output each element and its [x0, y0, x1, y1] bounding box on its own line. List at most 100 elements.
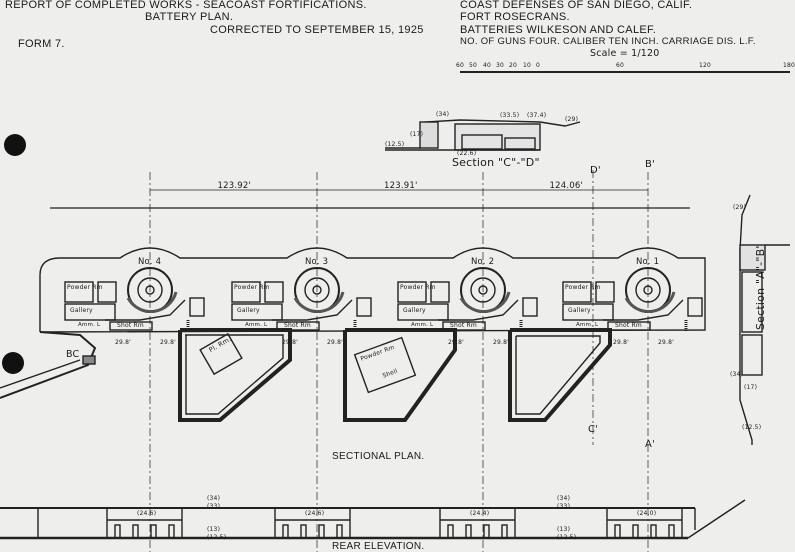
traverse-inner — [185, 334, 284, 415]
dimension-small: 29.8' — [282, 339, 299, 346]
dimension-label: 123.91' — [384, 181, 418, 191]
room-label: Gallery — [70, 307, 93, 314]
section-cd-room — [504, 137, 536, 150]
scale-tick-label: 180 — [783, 62, 795, 69]
gun-ring — [635, 277, 661, 303]
elevation-mark: (13) — [557, 526, 571, 533]
section-marker-c: C' — [588, 424, 599, 435]
door — [668, 524, 675, 539]
dimension-small: 29.8' — [448, 339, 465, 346]
powder-room — [562, 281, 592, 303]
scale-tick-label: 60 — [616, 62, 625, 69]
store-room — [522, 297, 538, 317]
report-title: REPORT OF COMPLETED WORKS - SEACOAST FOR… — [5, 0, 367, 11]
door — [614, 524, 621, 539]
gun-pivot — [145, 285, 155, 295]
dimension-small: 29.8' — [493, 339, 510, 346]
dimension-small: 29.8' — [658, 339, 675, 346]
loading-platform — [624, 291, 676, 314]
scale-tick-label: 40 — [483, 62, 492, 69]
elevation-mark: (24.6) — [305, 510, 325, 517]
section-cd-elevation: (29) — [565, 116, 579, 123]
punch-hole — [2, 352, 24, 374]
section-cd-elevation: (34) — [436, 111, 450, 118]
elevation-mark: (33) — [557, 503, 571, 510]
room-label: Amm. L — [411, 322, 434, 328]
door — [114, 524, 121, 539]
gun-label: No. 1 — [636, 257, 660, 267]
magazine-front — [439, 507, 516, 539]
powder-room — [397, 281, 427, 303]
sectional-plan-label: SECTIONAL PLAN. — [332, 451, 425, 462]
door — [132, 524, 139, 539]
section-ab-title: Section "A"-"B" — [754, 243, 767, 330]
section-ab-profile — [739, 194, 753, 445]
gallery — [562, 303, 614, 321]
scale-label: Scale = 1/120 — [590, 48, 660, 59]
door — [501, 524, 508, 539]
room-label: Amm. L — [245, 322, 268, 328]
shot-room — [264, 281, 284, 303]
section-cd-elevation: (37.4) — [527, 112, 547, 119]
batteries-name: BATTERIES WILKESON AND CALEF. — [460, 24, 657, 36]
section-cd-fill — [419, 121, 439, 149]
section-cd-elevation: (33.5) — [500, 112, 520, 119]
section-ab-elevation: (29) — [733, 204, 747, 211]
dimension-small: 29.8' — [115, 339, 132, 346]
section-cd-elevation: (12.5) — [385, 141, 405, 148]
gun-label: No. 4 — [138, 257, 162, 267]
bc-approach — [0, 331, 97, 399]
gallery — [397, 303, 449, 321]
section-ab-elevation: (34) — [730, 371, 744, 378]
elevation-mark: (24.4) — [470, 510, 490, 517]
shot-room — [595, 281, 615, 303]
shot-room — [109, 321, 153, 331]
gun-ring — [470, 277, 496, 303]
door — [300, 524, 307, 539]
shot-room — [276, 321, 320, 331]
room-label: Powder Rm — [400, 284, 436, 291]
scale-tick-label: 20 — [509, 62, 518, 69]
dimension-small: 29.8' — [613, 339, 630, 346]
door — [650, 524, 657, 539]
gun-label: No. 2 — [471, 257, 495, 267]
dimension-small: 29.8' — [327, 339, 344, 346]
section-marker-a: A' — [645, 439, 655, 450]
gallery-wall — [105, 299, 186, 321]
elevation-mark: (34) — [557, 495, 571, 502]
rear-elevation-label: REAR ELEVATION. — [332, 541, 425, 552]
section-cd-fill — [454, 123, 541, 151]
room-label: Powder Rm — [565, 284, 601, 291]
punch-hole — [4, 134, 26, 156]
loading-platform — [293, 291, 345, 314]
section-marker-d: D' — [590, 165, 601, 176]
door — [318, 524, 325, 539]
door — [483, 524, 490, 539]
gun-info: NO. OF GUNS FOUR. CALIBER TEN INCH. CARR… — [460, 36, 756, 47]
scale-tick-label: 0 — [536, 62, 541, 69]
powder-room — [353, 336, 417, 394]
store-room — [687, 297, 703, 317]
door — [447, 524, 454, 539]
bc-label: BC — [66, 349, 80, 360]
gallery-wall — [438, 299, 519, 321]
traverse-outline — [178, 328, 292, 422]
door — [168, 524, 175, 539]
room-label: Amm. L — [576, 322, 599, 328]
gun-ring — [137, 277, 163, 303]
gun-pivot — [478, 285, 488, 295]
room-label: Gallery — [237, 307, 260, 314]
scale-tick-label: 10 — [523, 62, 532, 69]
gun-pivot — [312, 285, 322, 295]
gallery — [231, 303, 283, 321]
corrected-date: CORRECTED TO SEPTEMBER 15, 1925 — [210, 24, 424, 36]
room-label: Gallery — [403, 307, 426, 314]
scale-tick-label: 60 — [456, 62, 465, 69]
elevation-mark: (24.6) — [137, 510, 157, 517]
room-label: Gallery — [568, 307, 591, 314]
gallery-wall — [272, 299, 353, 321]
bc-station — [82, 355, 96, 365]
store-room — [189, 297, 205, 317]
door — [282, 524, 289, 539]
